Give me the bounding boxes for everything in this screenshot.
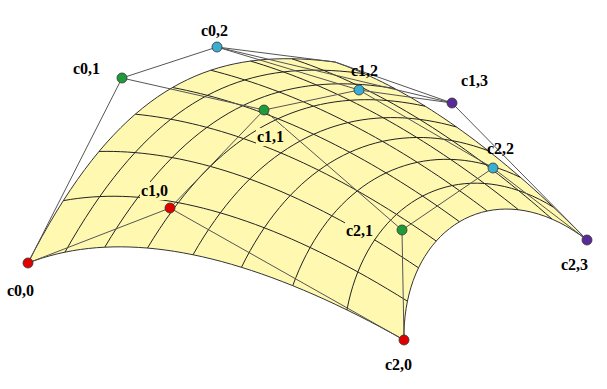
mesh-line (292, 59, 552, 219)
mesh-line (99, 151, 419, 267)
control-point-label: c2,2 (486, 140, 515, 158)
control-point (488, 163, 498, 173)
mesh-line (63, 196, 407, 301)
control-point-label: c2,0 (384, 356, 413, 374)
control-net-line (122, 47, 217, 78)
mesh-line (293, 159, 521, 285)
control-point-label: c0,1 (72, 60, 101, 78)
control-point (117, 73, 127, 83)
control-net-line (402, 168, 493, 230)
control-point (23, 258, 33, 268)
control-point-label: c1,0 (140, 182, 169, 200)
control-net-line (335, 62, 452, 103)
mesh-line (135, 114, 436, 241)
control-net-line (359, 90, 493, 168)
control-net-line (217, 47, 335, 62)
control-point-label: c2,3 (560, 256, 589, 274)
control-net-line (170, 208, 404, 340)
control-point (212, 42, 222, 52)
mesh-line (347, 183, 554, 310)
control-net-line (452, 103, 587, 240)
control-point-label: c2,1 (345, 222, 374, 240)
control-net-line (122, 78, 264, 110)
control-net-line (28, 208, 170, 263)
control-point-label: c0,0 (6, 282, 35, 300)
control-point (397, 225, 407, 235)
control-net-line (264, 90, 359, 110)
control-net-line (359, 90, 452, 103)
mesh-line (250, 61, 518, 210)
control-net-line (493, 168, 587, 240)
control-point (354, 85, 364, 95)
control-point-label: c1,2 (350, 62, 379, 80)
control-point (582, 235, 592, 245)
control-point-label: c1,1 (256, 128, 285, 146)
control-point-label: c1,3 (460, 72, 489, 90)
control-point-label: c0,2 (200, 22, 229, 40)
mesh-line (241, 137, 488, 267)
control-point (165, 203, 175, 213)
control-net-line (217, 47, 359, 90)
control-net-line (217, 47, 452, 103)
control-net-line (28, 78, 122, 263)
control-net-line (170, 110, 264, 208)
control-net-line (402, 230, 404, 340)
control-point (447, 98, 457, 108)
control-point (399, 335, 409, 345)
surface-patch (28, 59, 587, 340)
control-point (259, 105, 269, 115)
